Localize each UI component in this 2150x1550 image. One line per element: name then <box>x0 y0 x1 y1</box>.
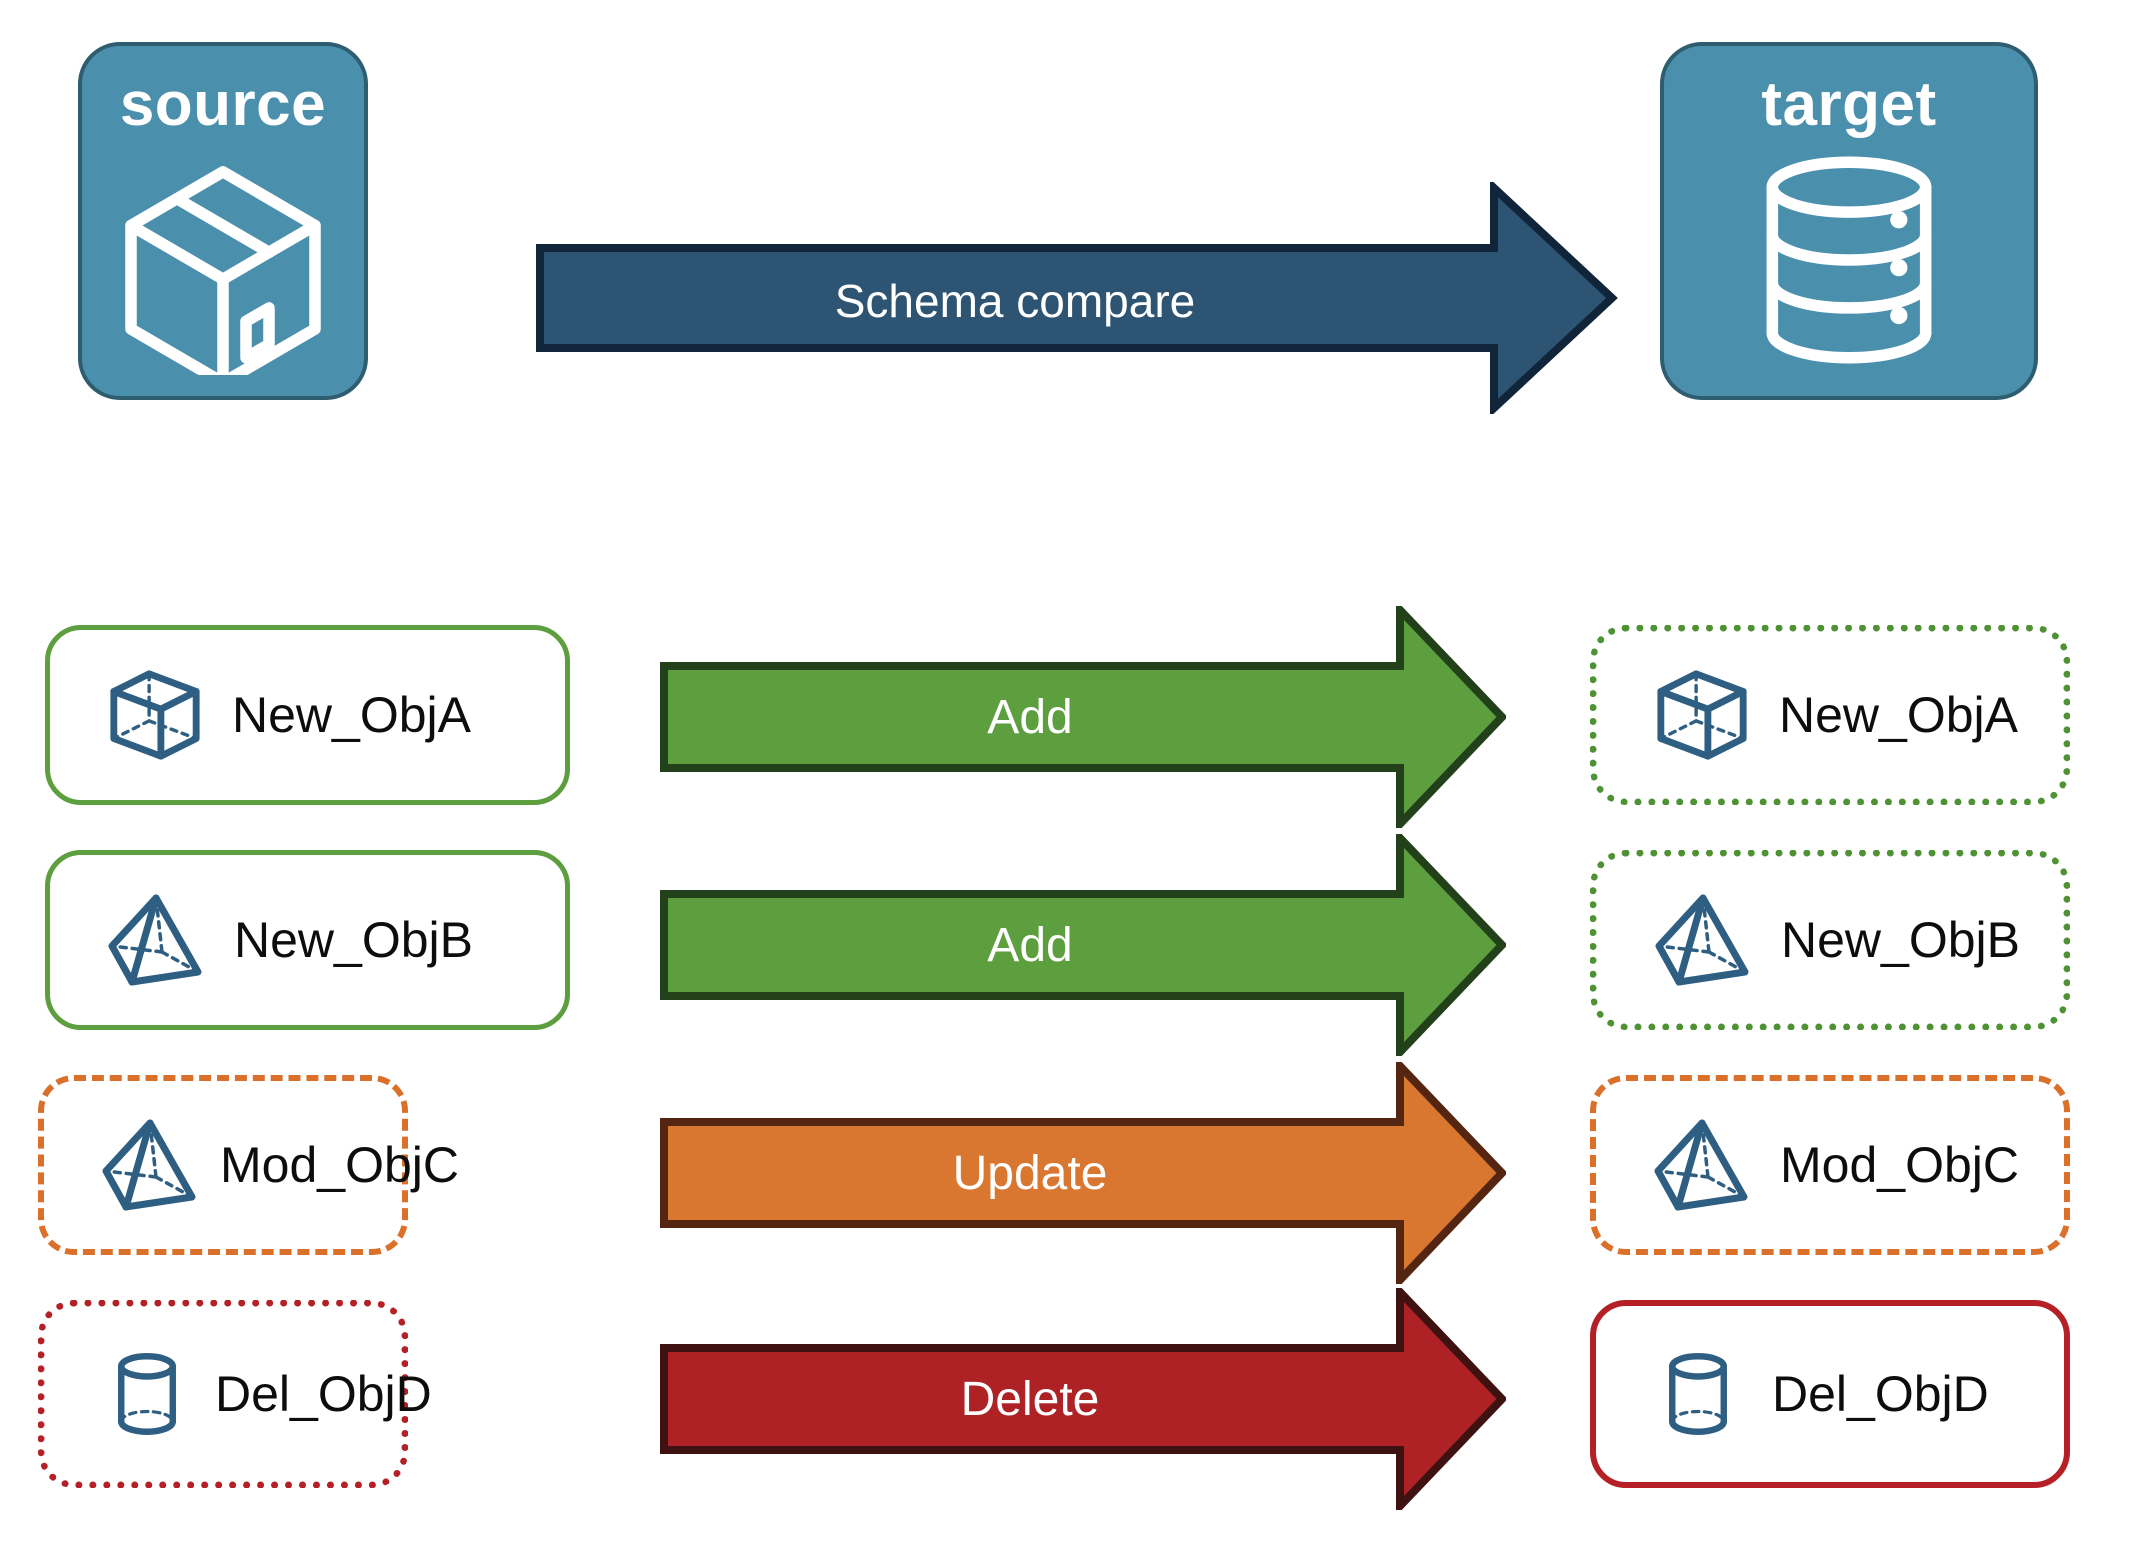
schema-compare-label: Schema compare <box>834 275 1196 327</box>
source-endpoint-card: source <box>78 42 368 400</box>
action-label-3: Delete <box>960 1373 1100 1426</box>
target-title: target <box>1761 70 1937 139</box>
source-object-label-1: New_ObjB <box>234 912 473 968</box>
target-object-label-2: Mod_ObjC <box>1780 1137 2019 1193</box>
source-object-label-3: Del_ObjD <box>215 1366 432 1422</box>
pyramid-icon <box>100 1115 200 1215</box>
action-label-2: Update <box>952 1147 1108 1200</box>
target-object-label-1: New_ObjB <box>1781 912 2020 968</box>
schema-compare-arrow: Schema compare <box>536 178 1618 418</box>
pyramid-icon <box>106 890 206 990</box>
source-object-card-3[interactable]: Del_ObjD <box>38 1300 432 1488</box>
target-object-label-3: Del_ObjD <box>1772 1366 1989 1422</box>
target-object-label-0: New_ObjA <box>1779 687 2018 743</box>
action-arrow-add-0: Add <box>660 600 1508 834</box>
source-title: source <box>119 70 327 139</box>
action-arrow-add-1: Add <box>660 828 1508 1062</box>
target-object-card-1[interactable]: New_ObjB <box>1590 850 2070 1030</box>
source-object-card-1[interactable]: New_ObjB <box>45 850 570 1030</box>
target-endpoint-card: target <box>1660 42 2038 400</box>
action-label-1: Add <box>987 919 1073 972</box>
database-cylinder-icon <box>1734 145 1964 380</box>
action-label-0: Add <box>987 691 1073 744</box>
target-object-card-2[interactable]: Mod_ObjC <box>1590 1075 2070 1255</box>
cylinder-icon <box>101 1348 193 1440</box>
pyramid-icon <box>1652 1115 1752 1215</box>
cylinder-icon <box>1652 1348 1744 1440</box>
source-object-card-2[interactable]: Mod_ObjC <box>38 1075 459 1255</box>
source-object-card-0[interactable]: New_ObjA <box>45 625 570 805</box>
pyramid-icon <box>1653 890 1753 990</box>
cube-icon <box>1653 666 1751 764</box>
source-object-label-2: Mod_ObjC <box>220 1137 459 1193</box>
target-object-card-3[interactable]: Del_ObjD <box>1590 1300 2070 1488</box>
action-arrow-update: Update <box>660 1056 1508 1290</box>
package-box-icon <box>108 145 338 389</box>
cube-icon <box>106 666 204 764</box>
source-object-label-0: New_ObjA <box>232 687 471 743</box>
action-arrow-delete: Delete <box>660 1282 1508 1516</box>
target-object-card-0[interactable]: New_ObjA <box>1590 625 2070 805</box>
